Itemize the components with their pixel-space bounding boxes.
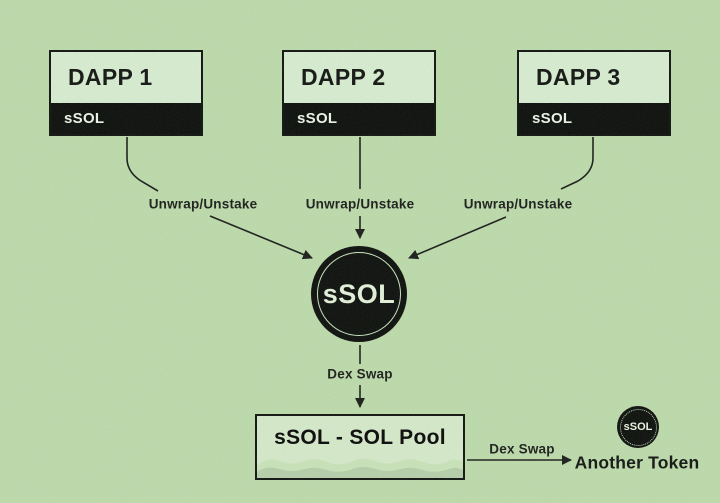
dapp2-box: DAPP 2 sSOL bbox=[282, 50, 436, 136]
pool-title: sSOL - SOL Pool bbox=[274, 426, 446, 449]
dapp3-token-band: sSOL bbox=[519, 103, 669, 134]
another-token-label: Another Token bbox=[574, 452, 700, 473]
hub-token-label: sSOL bbox=[322, 278, 396, 309]
dapp2-token-band: sSOL bbox=[284, 103, 434, 134]
dapp2-title: DAPP 2 bbox=[301, 64, 386, 90]
dapp3-box: DAPP 3 sSOL bbox=[517, 50, 671, 136]
dapp3-title: DAPP 3 bbox=[536, 64, 621, 90]
pool-box: sSOL - SOL Pool bbox=[255, 414, 465, 480]
wave-pattern bbox=[257, 458, 463, 478]
dex-swap-label-right: Dex Swap bbox=[489, 441, 555, 457]
connector-dapp3-down bbox=[560, 137, 594, 190]
dapp1-title: DAPP 1 bbox=[68, 64, 153, 90]
dapp1-box: DAPP 1 sSOL bbox=[49, 50, 203, 136]
arrow-dapp1-to-hub bbox=[209, 215, 313, 260]
arrow-dapp3-to-hub bbox=[408, 216, 507, 260]
dex-swap-label-mid: Dex Swap bbox=[327, 366, 393, 382]
dapp1-token-band: sSOL bbox=[51, 103, 201, 134]
hub-token-circle: sSOL bbox=[311, 246, 407, 342]
unwrap-unstake-label-1: Unwrap/Unstake bbox=[148, 196, 258, 212]
unwrap-unstake-label-2: Unwrap/Unstake bbox=[305, 196, 415, 212]
unwrap-unstake-label-3: Unwrap/Unstake bbox=[463, 196, 573, 212]
badge-token-label: sSOL bbox=[623, 421, 653, 433]
connector-dapp1-down bbox=[126, 137, 159, 192]
ssol-badge-circle: sSOL bbox=[617, 406, 659, 448]
